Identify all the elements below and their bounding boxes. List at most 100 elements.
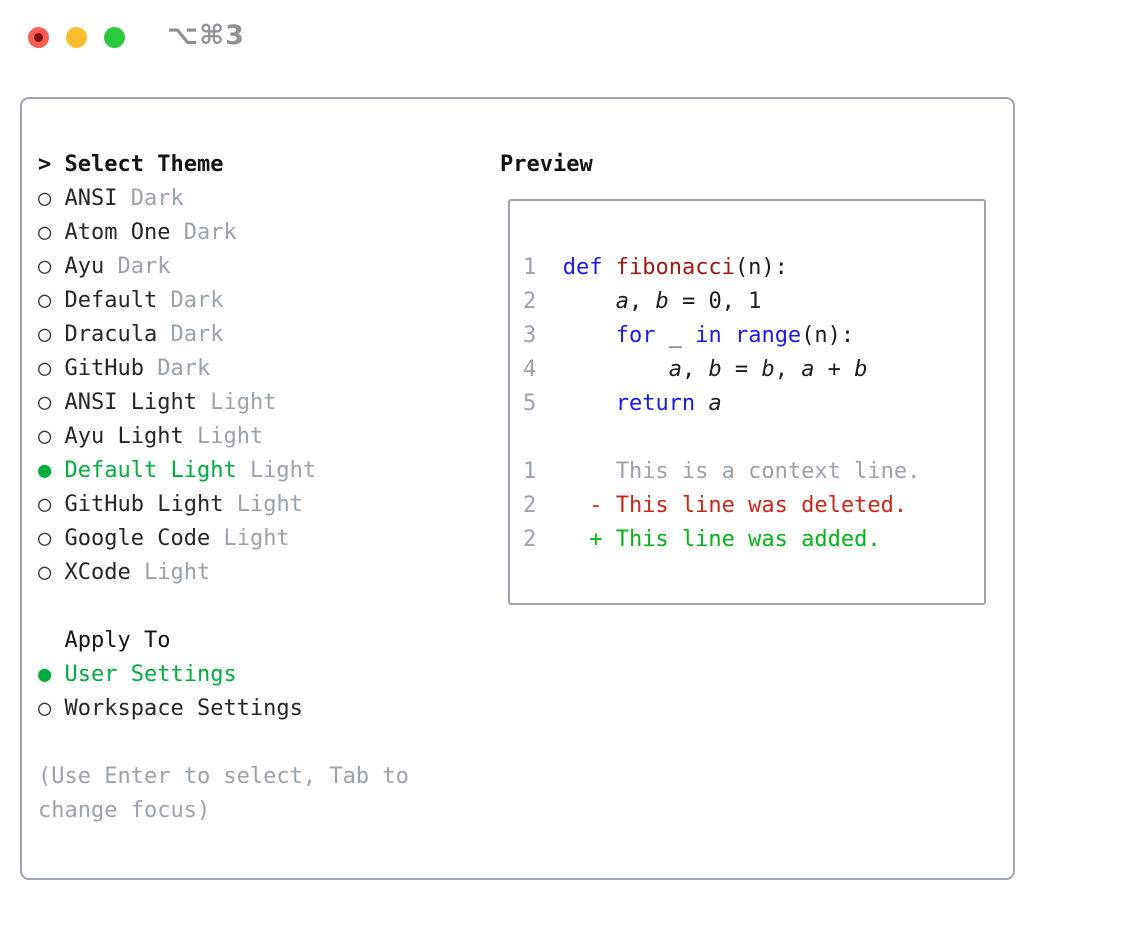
line-number: 5 — [523, 391, 537, 416]
apply-to-list: ● User Settings○ Workspace Settings — [38, 658, 483, 726]
code-token: a — [708, 391, 722, 416]
code-line: 2 a, b = 0, 1 — [523, 285, 984, 319]
select-theme-header: > Select Theme — [38, 148, 483, 182]
code-token — [695, 391, 708, 416]
apply-option[interactable]: ○ Workspace Settings — [38, 692, 483, 726]
code-token: + This line was added. — [562, 527, 881, 552]
apply-option-label: Workspace Settings — [64, 696, 303, 721]
theme-name-label: Google Code — [64, 526, 211, 551]
theme-variant-label: Dark — [117, 254, 171, 279]
code-token: = — [721, 357, 762, 382]
code-token: , — [681, 357, 709, 382]
code-token: This is a context line. — [562, 459, 921, 484]
code-token — [602, 255, 615, 280]
code-token — [563, 289, 616, 314]
code-token — [563, 323, 616, 348]
theme-name-label: GitHub — [64, 356, 144, 381]
theme-option[interactable]: ● Default Light Light — [38, 454, 483, 488]
code-token: (n): — [801, 323, 855, 348]
code-token: b — [655, 289, 669, 314]
line-number: 2 — [523, 289, 537, 314]
radio-unselected-icon: ○ — [38, 322, 52, 347]
spacer — [38, 726, 483, 760]
theme-list: ○ ANSI Dark○ Atom One Dark○ Ayu Dark○ De… — [38, 182, 483, 590]
line-number: 4 — [523, 357, 537, 382]
code-token: b — [761, 357, 775, 382]
theme-variant-label: Light — [236, 492, 303, 517]
code-token: = 0, 1 — [668, 289, 762, 314]
radio-unselected-icon: ○ — [38, 220, 52, 245]
keyboard-shortcut-label: ⌥⌘3 — [167, 20, 245, 51]
radio-unselected-icon: ○ — [38, 254, 52, 279]
traffic-lights — [28, 27, 125, 48]
theme-name-label: Atom One — [64, 220, 171, 245]
theme-selector: > Select Theme ○ ANSI Dark○ Atom One Dar… — [38, 148, 483, 828]
diff-line: 2 - This line was deleted. — [523, 489, 984, 523]
theme-option[interactable]: ○ GitHub Light Light — [38, 488, 483, 522]
theme-option[interactable]: ○ Google Code Light — [38, 522, 483, 556]
theme-option[interactable]: ○ Dracula Dark — [38, 318, 483, 352]
radio-unselected-icon: ○ — [38, 526, 52, 551]
radio-unselected-icon: ○ — [38, 696, 52, 721]
radio-unselected-icon: ○ — [38, 424, 52, 449]
spacer — [523, 421, 984, 455]
theme-variant-label: Dark — [170, 288, 224, 313]
titlebar: ⌥⌘3 — [0, 0, 1140, 76]
code-token: , — [628, 289, 656, 314]
apply-to-header: Apply To — [38, 624, 483, 658]
theme-option[interactable]: ○ XCode Light — [38, 556, 483, 590]
code-token: , — [774, 357, 802, 382]
diff-preview: 1 This is a context line. 2 - This line w… — [523, 455, 984, 557]
theme-variant-label: Light — [210, 390, 277, 415]
theme-option[interactable]: ○ GitHub Dark — [38, 352, 483, 386]
radio-unselected-icon: ○ — [38, 390, 52, 415]
line-number: 2 — [523, 493, 537, 518]
minimize-button[interactable] — [66, 27, 87, 48]
apply-option-label: User Settings — [64, 662, 237, 687]
code-line: 3 for _ in range(n): — [523, 319, 984, 353]
code-line: 4 a, b = b, a + b — [523, 353, 984, 387]
code-token: a — [615, 289, 629, 314]
preview-title: Preview — [500, 152, 593, 177]
theme-name-label: Ayu Light — [64, 424, 184, 449]
radio-unselected-icon: ○ — [38, 356, 52, 381]
radio-unselected-icon: ○ — [38, 560, 52, 585]
apply-option[interactable]: ● User Settings — [38, 658, 483, 692]
theme-name-label: Dracula — [64, 322, 158, 347]
theme-option[interactable]: ○ ANSI Light Light — [38, 386, 483, 420]
theme-option[interactable]: ○ Ayu Light Light — [38, 420, 483, 454]
theme-variant-label: Dark — [157, 356, 211, 381]
line-number: 2 — [523, 527, 537, 552]
close-button[interactable] — [28, 27, 49, 48]
code-token: (n): — [734, 255, 788, 280]
theme-option[interactable]: ○ Default Dark — [38, 284, 483, 318]
code-token: - This line was deleted. — [562, 493, 908, 518]
theme-variant-label: Light — [249, 458, 317, 483]
theme-name-label: Default — [64, 288, 158, 313]
code-token: return — [615, 391, 696, 416]
zoom-button[interactable] — [104, 27, 125, 48]
code-token: range — [734, 323, 802, 348]
code-token: + — [814, 357, 855, 382]
theme-variant-label: Light — [196, 424, 264, 449]
code-token: a — [801, 357, 815, 382]
theme-name-label: ANSI Light — [64, 390, 197, 415]
line-number: 1 — [523, 459, 537, 484]
prompt-icon: > — [38, 152, 52, 177]
theme-variant-label: Dark — [183, 220, 237, 245]
theme-option[interactable]: ○ ANSI Dark — [38, 182, 483, 216]
select-theme-title: Select Theme — [64, 152, 224, 177]
code-token — [563, 391, 616, 416]
theme-variant-label: Light — [143, 560, 211, 585]
theme-option[interactable]: ○ Atom One Dark — [38, 216, 483, 250]
radio-unselected-icon: ○ — [38, 288, 52, 313]
code-token: b — [708, 357, 722, 382]
theme-option[interactable]: ○ Ayu Dark — [38, 250, 483, 284]
radio-selected-icon: ● — [38, 662, 52, 687]
line-number: 1 — [523, 255, 537, 280]
code-token: in — [695, 323, 722, 348]
diff-line: 2 + This line was added. — [523, 523, 984, 557]
theme-variant-label: Dark — [170, 322, 224, 347]
close-button-dot-icon — [34, 33, 43, 42]
